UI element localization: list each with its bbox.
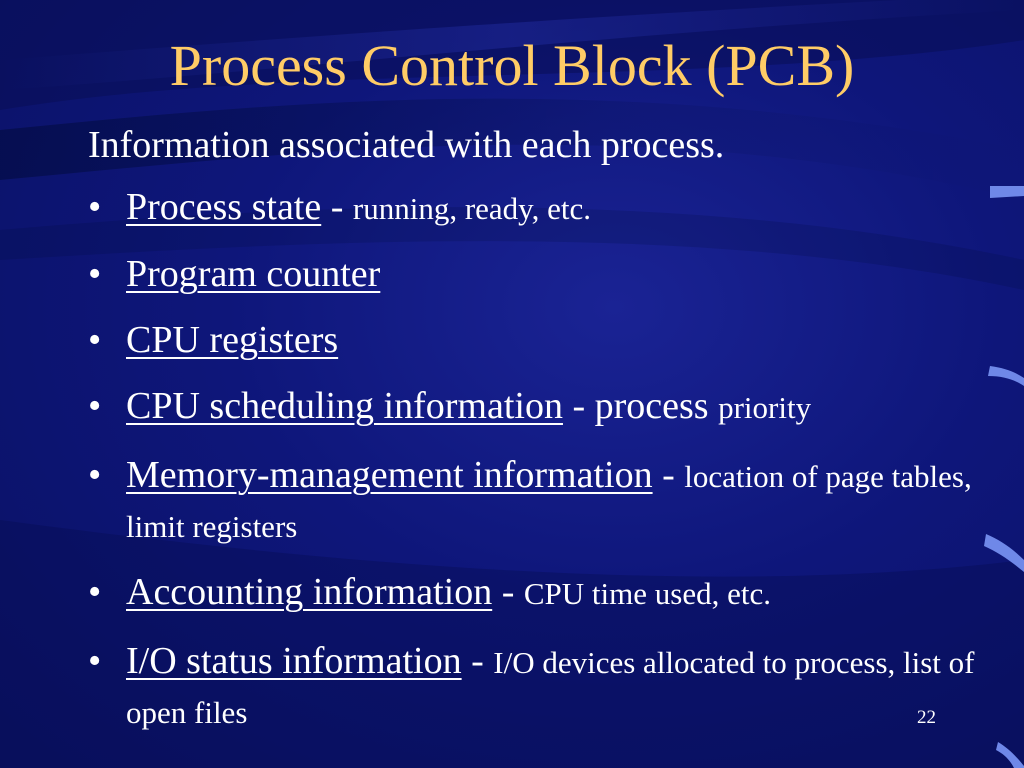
bullet-icon: • <box>88 454 102 496</box>
separator: - <box>562 385 595 427</box>
list-item-program-counter: • Program counter <box>88 251 978 298</box>
bullet-icon: • <box>88 253 102 295</box>
separator: - <box>321 186 353 228</box>
bullet-icon: • <box>88 640 102 682</box>
term-program-counter: Program counter <box>126 253 381 295</box>
bullet-icon: • <box>88 571 102 613</box>
bullet-icon: • <box>88 319 102 361</box>
term-io-status: I/O status information <box>126 640 462 682</box>
slide-title: Process Control Block (PCB) <box>169 33 855 98</box>
list-item-memory-management: • Memory-management information - locati… <box>88 450 978 550</box>
term-accounting: Accounting information <box>126 571 493 613</box>
term-cpu-registers: CPU registers <box>126 319 339 361</box>
separator: - <box>492 571 524 613</box>
term-cpu-scheduling: CPU scheduling information <box>126 385 563 427</box>
detail-io-status: I/O devices allocated to process, list o… <box>126 645 975 730</box>
bullet-icon: • <box>88 385 102 427</box>
page-number: 22 <box>917 707 936 728</box>
list-item-accounting: • Accounting information - CPU time used… <box>88 569 978 617</box>
separator: - <box>652 454 685 496</box>
separator: - <box>461 640 494 682</box>
bullet-icon: • <box>88 186 102 228</box>
detail-memory-management: location of page tables, limit registers <box>126 459 972 544</box>
list-item-cpu-registers: • CPU registers <box>88 317 978 364</box>
bullet-list: • Process state - running, ready, etc. •… <box>88 184 978 736</box>
detail-cpu-scheduling: priority <box>718 390 812 425</box>
list-item-io-status: • I/O status information - I/O devices a… <box>88 636 978 736</box>
term-memory-management: Memory-management information <box>126 454 653 496</box>
slide-body: Information associated with each process… <box>88 122 978 755</box>
intro-text: Information associated with each process… <box>88 124 725 166</box>
list-item-process-state: • Process state - running, ready, etc. <box>88 184 978 232</box>
term-process-state: Process state <box>126 186 322 228</box>
detail-cpu-scheduling-lead: process <box>594 385 719 427</box>
detail-process-state: running, ready, etc. <box>352 191 592 226</box>
list-item-cpu-scheduling: • CPU scheduling information - process p… <box>88 383 978 431</box>
detail-accounting: CPU time used, etc. <box>523 576 771 611</box>
